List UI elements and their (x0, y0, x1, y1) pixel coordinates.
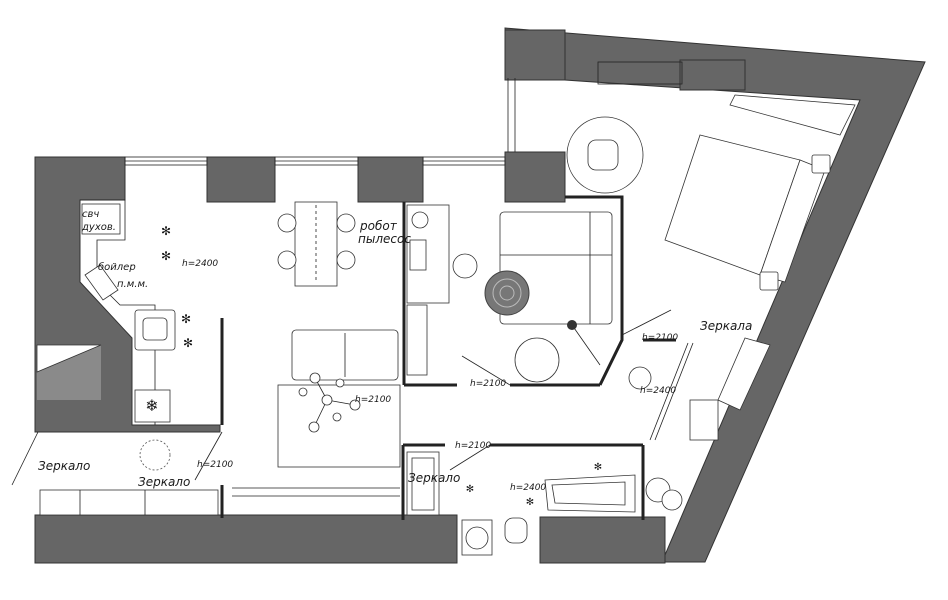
label-robot: робот (359, 219, 398, 233)
label-mirror-bath: Зеркало (408, 471, 460, 485)
exterior-walls (34, 27, 926, 564)
label-mirror-left: Зеркало (38, 459, 90, 473)
kitchen: ❄ ✻ ✻ ✻ ✻ (36, 199, 193, 425)
label-h-bedroom-door: h=2100 (642, 333, 678, 343)
label-h-kitchen: h=2400 (182, 259, 218, 269)
living-room (277, 201, 401, 468)
svg-text:❄: ❄ (145, 396, 158, 415)
label-h-bath-top: h=2100 (455, 441, 491, 451)
wall-bottom-right (539, 516, 666, 564)
annotations: свч духов. бойлер п.м.м. робот пылесос З… (38, 209, 752, 493)
label-microwave: свч (82, 209, 99, 220)
label-mirrors-bedroom: Зеркала (700, 319, 752, 333)
study-room (406, 204, 672, 386)
label-h-hall-left: h=2100 (197, 460, 233, 470)
ceiling-light (298, 372, 361, 433)
bathroom: ✻ ✻ ✻ (406, 444, 636, 556)
wall-pier-2 (679, 59, 746, 91)
label-boiler: бойлер (98, 261, 136, 273)
bedroom (566, 94, 856, 511)
wall-pier-5 (504, 151, 566, 203)
svg-text:✻: ✻ (466, 484, 474, 495)
svg-text:✻: ✻ (183, 336, 193, 350)
windows (124, 61, 683, 166)
svg-text:✻: ✻ (181, 312, 191, 326)
wall-pier (504, 29, 566, 81)
label-vacuum: пылесос (358, 232, 411, 246)
wall-pier-3 (206, 156, 276, 203)
label-mirror-hall: Зеркало (138, 475, 190, 489)
svg-text:✻: ✻ (161, 249, 171, 263)
label-oven: духов. (81, 222, 116, 233)
interior-walls (220, 195, 676, 520)
label-h-living: h=2100 (355, 395, 391, 405)
label-h-bedroom: h=2400 (640, 386, 676, 396)
svg-text:✻: ✻ (594, 462, 602, 473)
wall-bottom-left (34, 514, 458, 564)
svg-text:✻: ✻ (161, 224, 171, 238)
label-h-bath: h=2400 (510, 483, 546, 493)
label-h-study: h=2100 (470, 379, 506, 389)
wall-pier-4 (357, 156, 424, 203)
label-dishwasher: п.м.м. (117, 279, 148, 290)
svg-text:✻: ✻ (526, 497, 534, 508)
hall (11, 431, 400, 516)
